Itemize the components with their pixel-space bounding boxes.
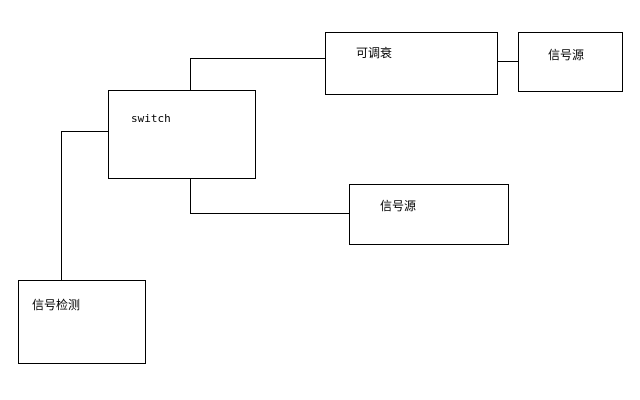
- wire-switch-to-detector: [61, 131, 109, 281]
- signal-source-top-label: 信号源: [548, 48, 585, 62]
- signal-source-mid-label: 信号源: [380, 199, 417, 213]
- switch-box: switch: [108, 90, 256, 179]
- wire-switch-to-attenuator: [190, 58, 326, 91]
- signal-source-mid-box: 信号源: [349, 184, 509, 245]
- signal-source-top-box: 信号源: [518, 32, 623, 92]
- attenuator-label: 可调衰: [356, 46, 393, 60]
- wire-switch-to-source-mid: [190, 179, 350, 214]
- signal-detector-box: 信号检测: [18, 280, 146, 364]
- attenuator-box: 可调衰: [325, 32, 498, 95]
- signal-detector-label: 信号检测: [32, 298, 81, 312]
- switch-label: switch: [131, 112, 171, 125]
